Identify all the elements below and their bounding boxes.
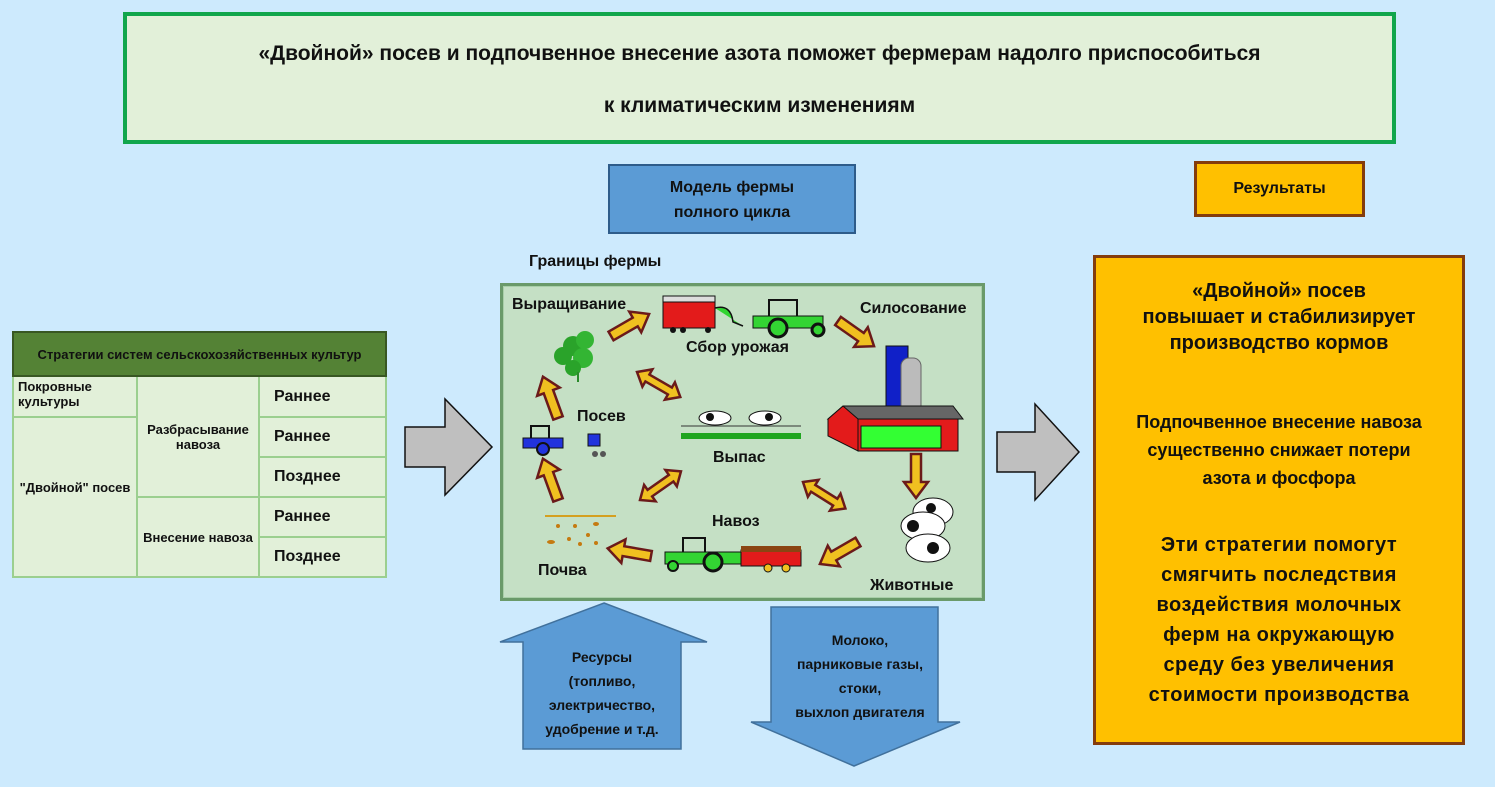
stage-soil: Почва	[538, 562, 587, 579]
arrow-animals-to-manure	[812, 530, 866, 576]
harvester-icon	[662, 295, 826, 339]
cell-timing: Раннее	[258, 496, 387, 538]
cell-timing: Раннее	[258, 416, 387, 458]
outputs-line: Молоко,	[831, 632, 889, 648]
inputs-line: (топливо,	[568, 673, 636, 689]
cell-manure-injection: Внесение навоза	[136, 496, 260, 578]
arrow-sowing-to-growing	[530, 371, 571, 424]
outputs-line: парниковые газы,	[796, 656, 924, 672]
result-line: смягчить последствия	[1161, 564, 1397, 586]
title-line-2: к климатическим изменениям	[603, 94, 916, 117]
farm-cycle-box: Выращивание Сбор урожая Силосование Посе…	[500, 283, 985, 601]
cell-timing: Позднее	[258, 536, 387, 578]
result-line: «Двойной» посев	[1192, 280, 1366, 302]
result-line: Подпочвенное внесение навоза	[1136, 412, 1422, 432]
arrow-grazing-animals	[796, 472, 852, 519]
gray-arrow-left	[404, 397, 494, 497]
farm-boundary-label: Границы фермы	[529, 253, 662, 270]
result-line: воздействия молочных	[1156, 594, 1402, 616]
results-label-box: Результаты	[1194, 161, 1365, 217]
inputs-text: Ресурсы (топливо, электричество, удобрен…	[527, 645, 677, 741]
inputs-arrow	[499, 602, 708, 750]
stage-manure: Навоз	[712, 513, 760, 530]
model-box: Модель фермы полного цикла	[608, 164, 856, 234]
stage-harvest: Сбор урожая	[686, 339, 790, 356]
result-line: существенно снижает потери	[1147, 440, 1411, 460]
cell-cover-crops: Покровные культуры	[12, 375, 138, 418]
cell-timing: Позднее	[258, 456, 387, 498]
cell-timing: Раннее	[258, 375, 387, 418]
manure-spreader-icon	[664, 537, 802, 573]
outputs-text: Молоко, парниковые газы, стоки, выхлоп д…	[775, 628, 945, 724]
result-line: производство кормов	[1169, 332, 1389, 354]
cell-double-crop: "Двойной" посев	[12, 416, 138, 578]
outputs-arrow	[750, 606, 961, 767]
plant-icon	[554, 331, 594, 382]
result-line: азота и фосфора	[1202, 468, 1356, 488]
stage-grazing: Выпас	[713, 449, 766, 466]
cell-manure-broadcast: Разбрасывание навоза	[136, 375, 260, 498]
inputs-line: удобрение и т.д.	[545, 721, 659, 737]
result-double-crop: «Двойной» посев повышает и стабилизирует…	[1096, 278, 1462, 356]
stage-silage: Силосование	[860, 300, 967, 317]
dairy-cows-icon	[900, 497, 954, 563]
results-panel: «Двойной» посев повышает и стабилизирует…	[1093, 255, 1465, 745]
model-box-line-1: Модель фермы	[669, 179, 795, 196]
model-box-line-2: полного цикла	[673, 204, 791, 221]
outputs-line: стоки,	[838, 680, 882, 696]
gray-arrow-right	[996, 402, 1081, 502]
title-line-1: «Двойной» посев и подпочвенное внесение …	[258, 42, 1261, 65]
arrow-silage-to-animals	[902, 452, 930, 500]
arrow-growing-grazing	[630, 362, 687, 407]
grazing-cows-icon	[681, 410, 801, 439]
soil-icon	[545, 515, 616, 546]
stage-growing: Выращивание	[512, 296, 627, 313]
title-banner: «Двойной» посев и подпочвенное внесение …	[123, 12, 1396, 144]
result-manure-injection: Подпочвенное внесение навоза существенно…	[1096, 408, 1462, 492]
outputs-line: выхлоп двигателя	[795, 704, 925, 720]
strategies-table: Стратегии систем сельскохозяйственных ку…	[12, 331, 387, 578]
result-line: Эти стратегии помогут	[1160, 534, 1398, 556]
result-line: повышает и стабилизирует	[1142, 306, 1416, 328]
arrow-manure-to-soil	[604, 535, 655, 570]
inputs-line: Ресурсы	[571, 649, 633, 665]
result-line: ферм на окружающую	[1163, 624, 1395, 646]
arrow-soil-to-sowing	[530, 453, 571, 506]
farm-illustrations	[522, 295, 965, 576]
arrow-grazing-soil	[633, 461, 688, 510]
result-line: стоимости производства	[1148, 684, 1410, 706]
stage-sowing: Посев	[577, 408, 626, 425]
inputs-line: электричество,	[548, 697, 656, 713]
result-line: среду без увеличения	[1163, 654, 1395, 676]
strategies-table-header: Стратегии систем сельскохозяйственных ку…	[12, 331, 387, 377]
silo-barn-icon	[826, 345, 965, 452]
result-summary: Эти стратегии помогут смягчить последств…	[1096, 530, 1462, 710]
stage-animals: Животные	[870, 577, 954, 594]
seeder-tractor-icon	[522, 425, 606, 457]
